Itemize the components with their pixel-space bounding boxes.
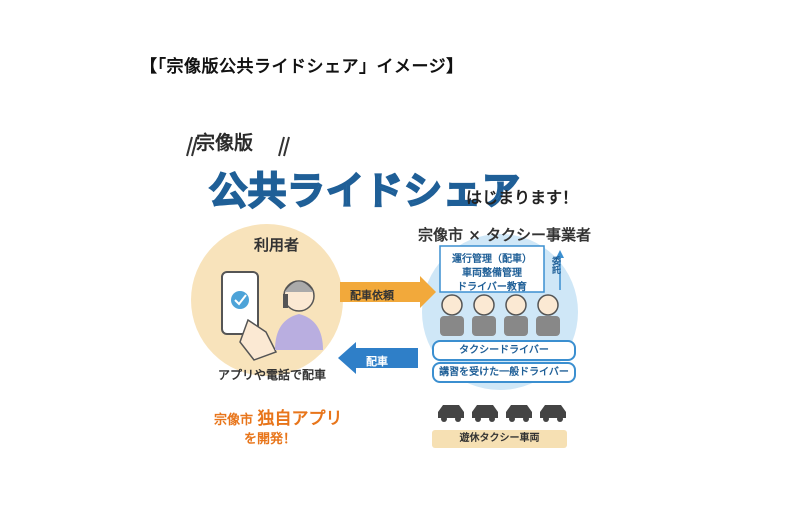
diagram-title: 公共ライドシェア <box>208 168 522 214</box>
smartphone-icon <box>221 271 259 335</box>
driver-icon <box>441 294 559 316</box>
request-arrow <box>340 276 436 308</box>
general-driver-bar: 講習を受けた一般ドライバー <box>432 362 576 383</box>
checkmark-icon <box>234 294 247 306</box>
management-item: ドライバー教育 <box>457 282 527 293</box>
user-label: 利用者 <box>254 236 300 254</box>
app-city-label: 宗像市 <box>214 413 254 428</box>
management-item: 運行管理（配車） <box>452 254 532 265</box>
taxi-driver-bar: タクシードライバー <box>432 340 576 361</box>
slash-decoration-icon <box>186 136 290 157</box>
management-item: 車両整備管理 <box>462 268 522 279</box>
dispatch-arrow <box>338 342 418 374</box>
idle-vehicles-label: 遊休タクシー車両 <box>432 430 567 448</box>
car-icon <box>438 405 566 422</box>
delegation-label: 委託 <box>550 256 560 274</box>
title-suffix: はじまります！ <box>466 188 579 207</box>
management-box <box>439 245 545 293</box>
dispatch-arrow-label: 配車 <box>366 355 388 368</box>
user-action-label: アプリや電話で配車 <box>218 368 327 382</box>
caption: 【「宗像版公共ライドシェア」イメージ】 <box>140 57 464 77</box>
request-arrow-label: 配車依頼 <box>350 289 394 302</box>
app-highlight-label: 独自アプリ <box>257 409 343 429</box>
woman-on-phone-icon <box>275 280 323 350</box>
app-announcement-line2: を開発！ <box>244 432 297 447</box>
diagram-subtitle: 宗像版 <box>196 132 254 154</box>
app-announcement-line1: 宗像市 独自アプリ <box>214 404 343 429</box>
hand-icon <box>239 318 278 361</box>
operators-label: 宗像市 × タクシー事業者 <box>418 226 592 244</box>
